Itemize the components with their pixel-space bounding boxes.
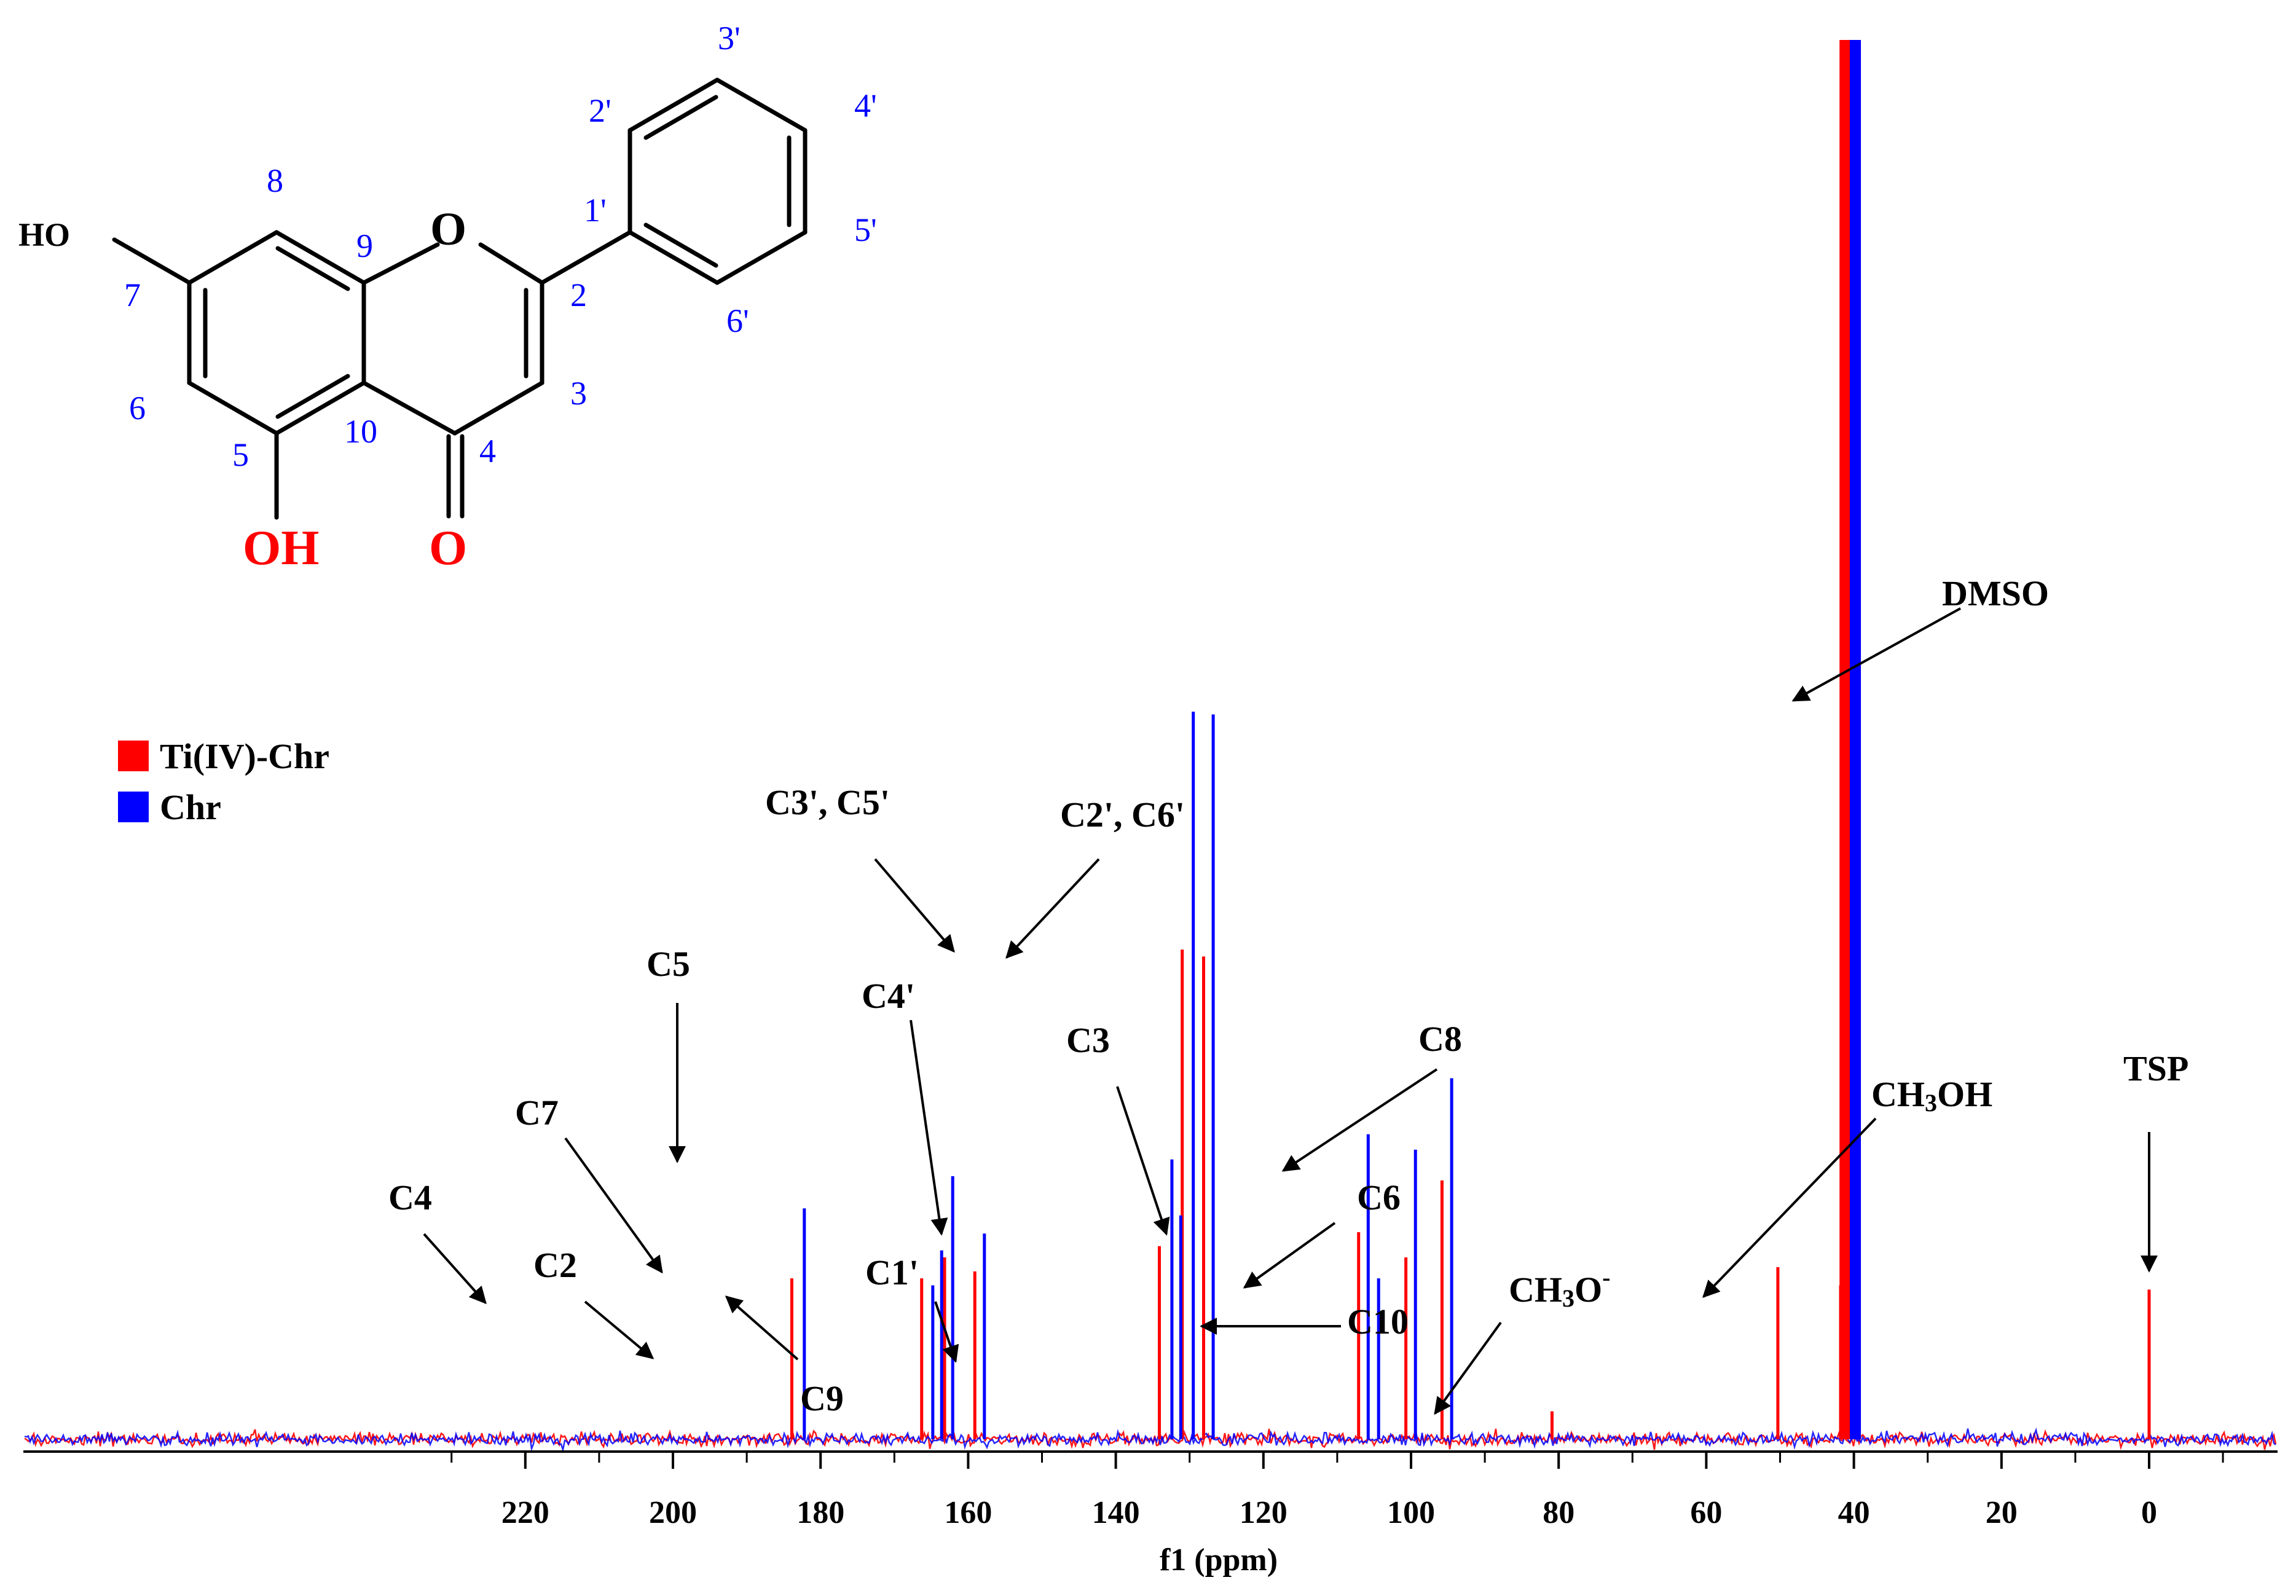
legend-swatch-chr (118, 792, 149, 822)
arrow-ch3o (1434, 1321, 1502, 1415)
bond (112, 237, 192, 285)
ring-oxygen-label: O (430, 203, 466, 255)
arrow-c8 (1281, 1068, 1438, 1172)
bond (643, 95, 718, 140)
arrow-c1p (934, 1301, 959, 1363)
atom-number-4p: 4' (854, 87, 877, 124)
arrow-c6 (1243, 1222, 1336, 1289)
atom-number-6: 6 (129, 390, 146, 427)
atom-number-2: 2 (570, 277, 587, 313)
atom-number-9: 9 (356, 227, 373, 264)
arrow-c4 (423, 1233, 487, 1305)
arrow-c4p (910, 1020, 948, 1236)
bond (274, 230, 366, 285)
atom-number-3: 3 (570, 375, 587, 412)
carbonyl-oxygen-label: O (429, 521, 467, 575)
atom-number-4: 4 (479, 433, 496, 470)
legend-label-chr: Chr (160, 787, 221, 827)
arrow-dmso (1791, 607, 1961, 702)
hydroxyl-7-label: HO (18, 216, 70, 253)
label-c5: C5 (647, 944, 690, 984)
label-c10: C10 (1347, 1302, 1409, 1342)
arrow-c2p-c6p (1005, 858, 1100, 959)
x-tick-label: 60 (1690, 1495, 1722, 1530)
label-tsp: TSP (2123, 1048, 2188, 1088)
label-c1p: C1' (865, 1252, 919, 1292)
bond (627, 230, 720, 285)
bond (361, 242, 440, 285)
label-c3p-c5p: C3', C5' (765, 782, 890, 822)
bond (715, 77, 808, 133)
arrow-c7 (564, 1137, 663, 1274)
chrysin-structure (112, 77, 808, 520)
label-dmso: DMSO (1942, 573, 2049, 613)
label-c2: C2 (533, 1245, 577, 1285)
label-c3: C3 (1066, 1020, 1110, 1060)
bond (275, 246, 350, 291)
label-c8: C8 (1418, 1019, 1462, 1059)
arrow-c2 (584, 1300, 655, 1359)
x-tick-label: 20 (1986, 1495, 2018, 1530)
x-tick-label: 40 (1838, 1495, 1870, 1530)
arrow-c3p-c5p (874, 858, 955, 953)
legend: Ti(IV)-Chr Chr (118, 736, 329, 827)
x-tick-label: 220 (501, 1495, 549, 1530)
x-tick-label: 0 (2141, 1495, 2157, 1530)
annotation-arrows (423, 607, 2158, 1415)
x-tick-label: 80 (1543, 1495, 1575, 1530)
hydroxyl-5-label: OH (243, 521, 319, 575)
bond (540, 230, 632, 285)
bond (187, 230, 279, 285)
bond (361, 380, 457, 436)
atom-number-7: 7 (124, 277, 141, 313)
bond (452, 380, 545, 436)
atom-number-10: 10 (344, 413, 377, 450)
bond (274, 380, 366, 436)
legend-swatch-ti-chr (118, 741, 149, 771)
noise-trace-chr (24, 1427, 2276, 1453)
bond (478, 242, 545, 285)
arrow-c9 (725, 1295, 799, 1361)
label-c2p-c6p: C2', C6' (1060, 795, 1185, 835)
x-tick-label: 100 (1387, 1495, 1435, 1530)
bond (187, 380, 279, 436)
x-tick-label: 160 (944, 1495, 992, 1530)
peaks (790, 40, 2151, 1439)
bond (715, 230, 808, 285)
label-c9: C9 (800, 1378, 844, 1418)
arrow-ch3oh (1702, 1117, 1877, 1299)
bond (275, 374, 350, 419)
x-tick-label: 180 (796, 1495, 844, 1530)
label-ch3oh: CH3OH (1871, 1074, 1992, 1117)
label-c6: C6 (1357, 1177, 1401, 1217)
x-tick-label: 200 (649, 1495, 697, 1530)
x-tick-label: 140 (1092, 1495, 1140, 1530)
baseline-noise (24, 1427, 2277, 1453)
bond (627, 77, 720, 133)
x-axis-title: f1 (ppm) (1160, 1543, 1278, 1578)
atom-number-2p: 2' (589, 92, 611, 129)
atom-number-5p: 5' (854, 211, 877, 248)
atom-number-3p: 3' (718, 20, 741, 57)
label-c4p: C4' (862, 976, 915, 1016)
atom-number-6p: 6' (726, 302, 749, 339)
legend-label-ti-chr: Ti(IV)-Chr (160, 736, 329, 776)
atom-number-8: 8 (267, 162, 283, 199)
label-c4: C4 (388, 1177, 432, 1217)
atom-number-5: 5 (232, 436, 249, 473)
label-c7: C7 (515, 1093, 559, 1133)
atom-number-1p: 1' (584, 192, 607, 229)
annotation-labels: C4 C2 C7 C5 C9 C4' C1' C3', C5' C2', C6'… (388, 573, 2188, 1418)
structure-labels: HO O OH O 8 9 7 2 6 10 3 5 4 3' 2' 4' 1'… (18, 20, 877, 575)
arrow-c3 (1116, 1086, 1170, 1236)
bond (643, 222, 718, 268)
x-tick-label: 120 (1240, 1495, 1288, 1530)
label-ch3o: CH3O- (1509, 1264, 1610, 1312)
